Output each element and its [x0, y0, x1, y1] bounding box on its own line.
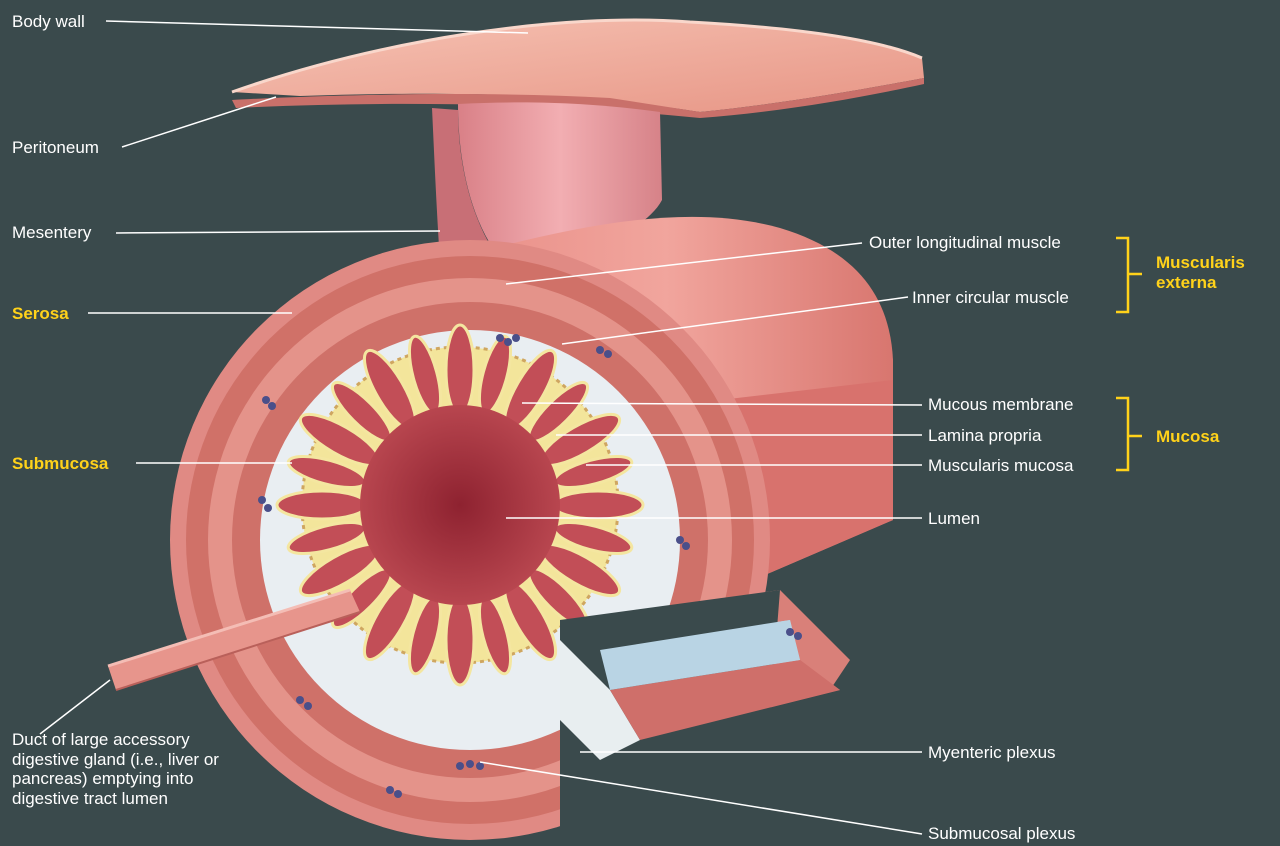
label-inner-circular-muscle: Inner circular muscle [912, 288, 1069, 308]
label-submucosa: Submucosa [12, 454, 108, 474]
label-peritoneum: Peritoneum [12, 138, 99, 158]
label-body-wall: Body wall [12, 12, 85, 32]
brackets [1116, 238, 1142, 470]
leader-duct [40, 680, 110, 734]
leader-mesentery [116, 231, 440, 233]
label-muscularis-mucosa: Muscularis mucosa [928, 456, 1074, 476]
label-mucous-membrane: Mucous membrane [928, 395, 1074, 415]
label-muscularis-externa: Muscularis externa [1156, 253, 1272, 293]
label-duct: Duct of large accessory digestive gland … [12, 730, 232, 808]
label-lumen: Lumen [928, 509, 980, 529]
label-outer-longitudinal-muscle: Outer longitudinal muscle [869, 233, 1061, 253]
bracket-mucosa [1116, 398, 1142, 470]
label-mucosa: Mucosa [1156, 427, 1219, 447]
leader-body-wall [106, 21, 528, 33]
label-serosa: Serosa [12, 304, 69, 324]
bracket-muscularis-externa [1116, 238, 1142, 312]
label-mesentery: Mesentery [12, 223, 91, 243]
label-lamina-propria: Lamina propria [928, 426, 1041, 446]
body-wall-shape [232, 20, 924, 118]
label-submucosal-plexus: Submucosal plexus [928, 824, 1075, 844]
leader-peritoneum [122, 97, 276, 147]
label-myenteric-plexus: Myenteric plexus [928, 743, 1056, 763]
